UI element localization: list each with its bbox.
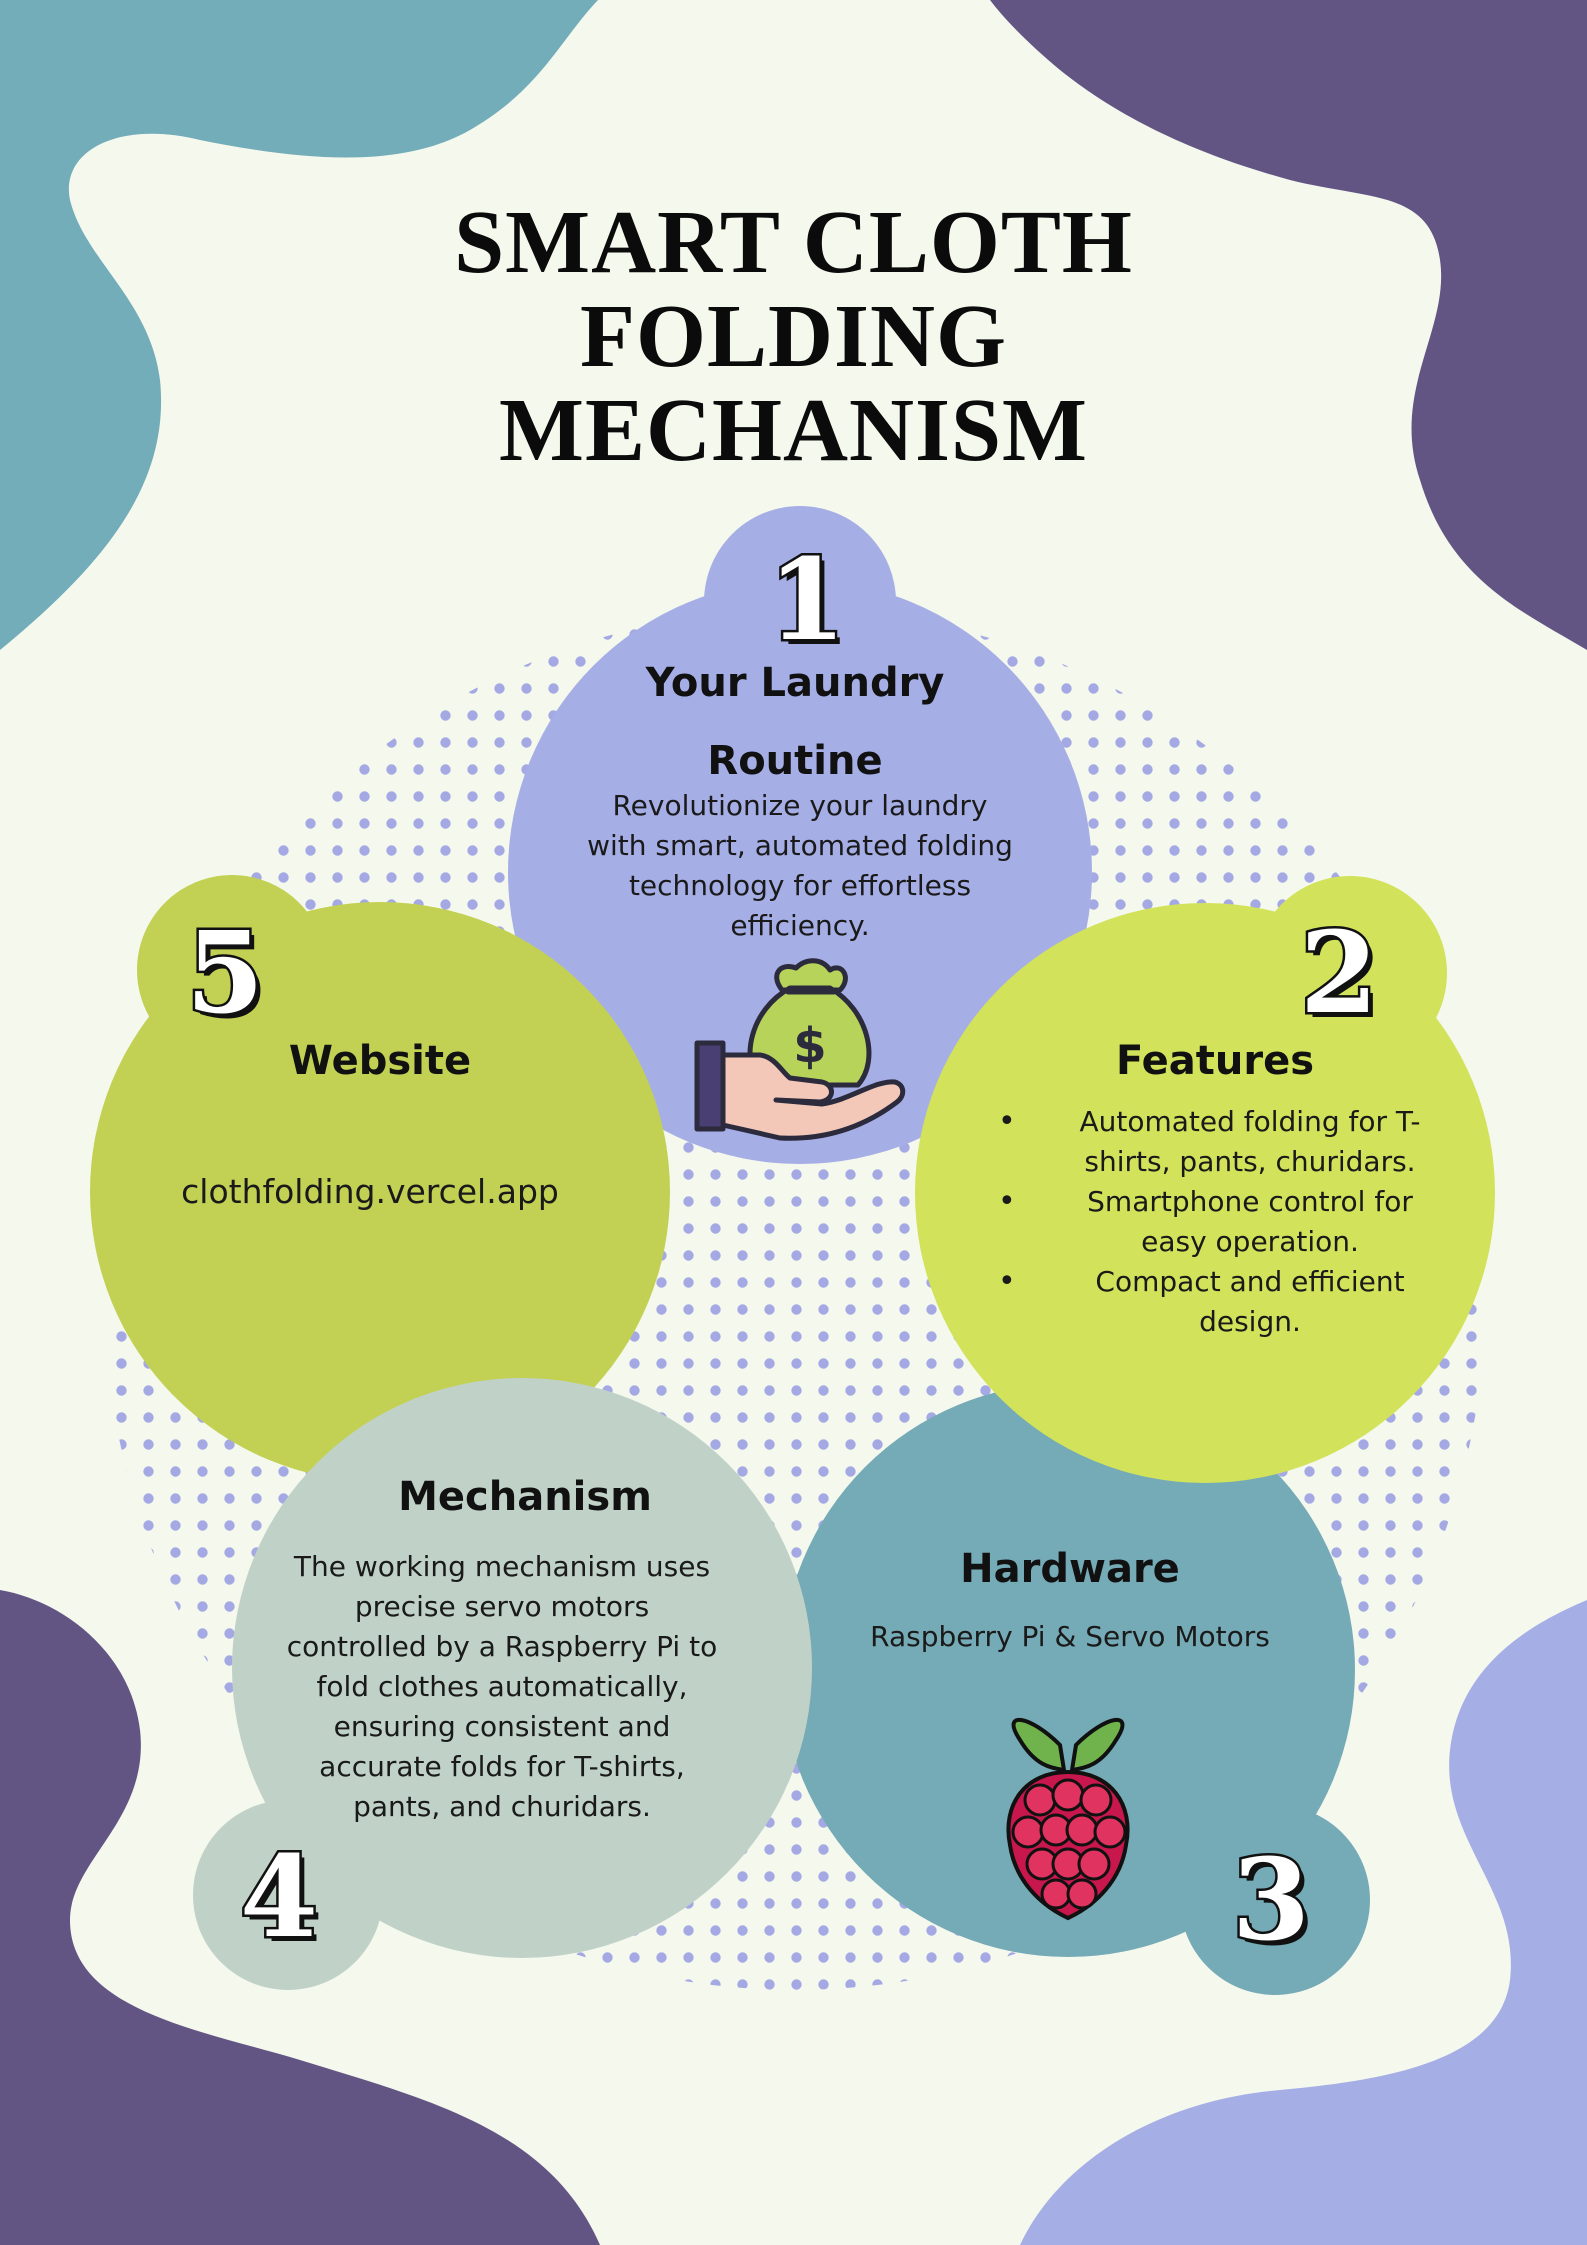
routine-text-line-2: with smart, automated folding — [587, 829, 1013, 862]
features-item-3-line-2: design. — [1199, 1305, 1301, 1338]
title-line-2: FOLDING — [579, 287, 1008, 386]
features-number: 2 — [1298, 908, 1381, 1039]
features-item-1-line-2: shirts, pants, churidars. — [1084, 1145, 1416, 1178]
features-heading: Features — [1115, 1038, 1315, 1084]
features-item-1-line-1: Automated folding for T- — [1079, 1105, 1421, 1138]
routine-heading-line-1: Your Laundry — [645, 660, 945, 706]
mechanism-text-line-3: controlled by a Raspberry Pi to — [286, 1630, 718, 1663]
features-list: Automated folding for T- shirts, pants, … — [990, 1102, 1430, 1342]
mechanism-circle — [232, 1378, 812, 1958]
features-item-2-line-2: easy operation. — [1141, 1225, 1359, 1258]
routine-description: Revolutionize your laundry with smart, a… — [560, 786, 1040, 946]
mechanism-text-line-6: accurate folds for T-shirts, — [319, 1750, 685, 1783]
routine-text-line-4: efficiency. — [730, 909, 870, 942]
mechanism-description: The working mechanism uses precise servo… — [262, 1547, 742, 1827]
website-heading: Website — [288, 1038, 472, 1084]
features-list-item: Compact and efficient design. — [990, 1262, 1430, 1342]
mechanism-text-line-2: precise servo motors — [354, 1590, 650, 1623]
teal-corner-blob — [0, 0, 598, 650]
mechanism-text-line-5: ensuring consistent and — [333, 1710, 671, 1743]
routine-number: 1 — [766, 535, 849, 666]
features-item-3-line-1: Compact and efficient — [1095, 1265, 1405, 1298]
features-list-item: Automated folding for T- shirts, pants, … — [990, 1102, 1430, 1182]
purple-top-right-blob — [990, 0, 1587, 650]
mechanism-heading: Mechanism — [398, 1474, 652, 1520]
raspberry-pi-icon — [1006, 1717, 1130, 1921]
title-line-3: MECHANISM — [499, 381, 1088, 480]
mechanism-number: 4 — [238, 1832, 321, 1963]
features-item-2-line-1: Smartphone control for — [1087, 1185, 1413, 1218]
lavender-bottom-right-blob — [1020, 1600, 1587, 2245]
routine-text-line-3: technology for effortless — [628, 869, 972, 902]
website-circle — [90, 902, 670, 1482]
hardware-description: Raspberry Pi & Servo Motors — [870, 1620, 1270, 1653]
hardware-number: 3 — [1230, 1835, 1313, 1966]
svg-text:$: $ — [793, 1018, 826, 1074]
features-list-item: Smartphone control for easy operation. — [990, 1182, 1430, 1262]
title-line-1: SMART CLOTH — [454, 193, 1133, 292]
page-title: SMART CLOTH FOLDING MECHANISM — [0, 196, 1587, 478]
routine-text-line-1: Revolutionize your laundry — [612, 789, 988, 822]
purple-bottom-left-blob — [0, 1590, 600, 2245]
hardware-heading: Hardware — [960, 1546, 1180, 1592]
money-bag-hand-icon: $ — [694, 958, 906, 1141]
mechanism-text-line-7: pants, and churidars. — [353, 1790, 651, 1823]
website-url-link[interactable]: clothfolding.vercel.app — [181, 1172, 559, 1211]
hardware-circle — [781, 1383, 1355, 1957]
mechanism-text-line-4: fold clothes automatically, — [316, 1670, 688, 1703]
website-number: 5 — [184, 908, 267, 1039]
routine-heading-line-2: Routine — [707, 738, 883, 784]
mechanism-text-line-1: The working mechanism uses — [293, 1550, 711, 1583]
routine-circle — [508, 580, 1092, 1164]
